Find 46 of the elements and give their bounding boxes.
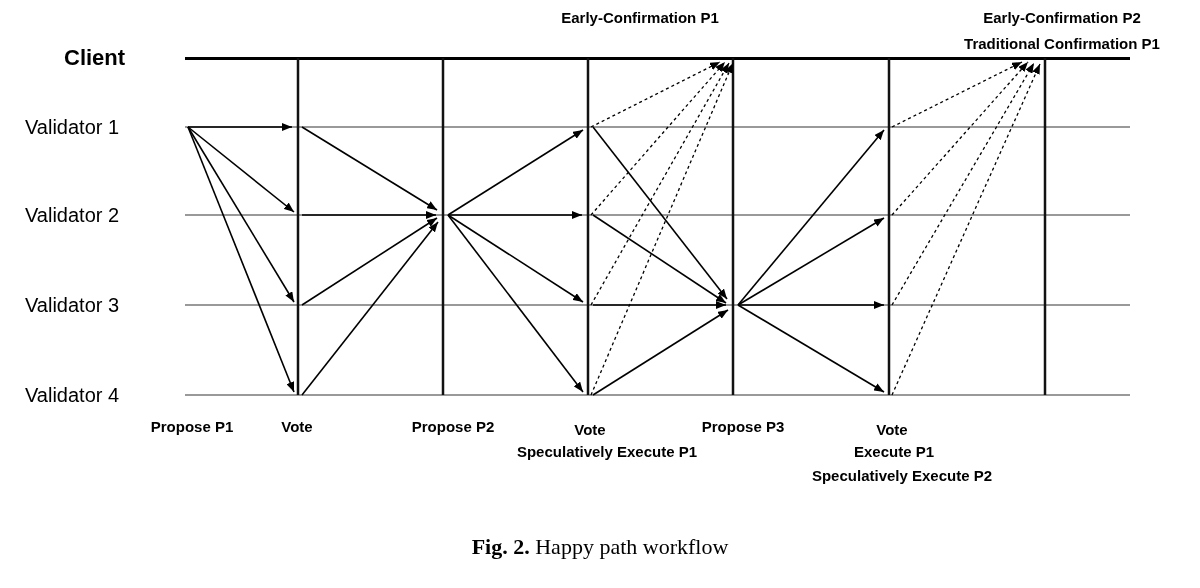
- phase-label: Speculatively Execute P1: [516, 442, 698, 462]
- arrow: [590, 62, 730, 306]
- arrow: [187, 126, 295, 303]
- arrow: [447, 214, 584, 393]
- arrow: [737, 304, 885, 393]
- figure-caption: Fig. 2. Happy path workflow: [470, 533, 730, 561]
- arrow: [447, 211, 583, 219]
- arrow: [592, 301, 727, 309]
- arrow: [891, 61, 1029, 216]
- arrow: [737, 129, 885, 306]
- arrow: [590, 61, 721, 128]
- arrow: [590, 61, 726, 216]
- lane-label: Client: [64, 47, 126, 69]
- arrow: [592, 126, 728, 300]
- lane-label: Validator 4: [25, 385, 120, 405]
- arrow: [301, 217, 438, 306]
- arrow: [592, 214, 727, 304]
- arrow: [187, 123, 293, 131]
- phase-label: Early-Confirmation P1: [561, 8, 719, 28]
- arrow: [301, 211, 437, 219]
- lane-label: Validator 2: [25, 205, 120, 225]
- arrow: [737, 217, 885, 306]
- phase-label: Speculatively Execute P2: [811, 466, 993, 486]
- arrow: [187, 126, 295, 213]
- arrow: [301, 221, 439, 396]
- arrow: [891, 63, 1041, 396]
- arrow: [187, 126, 295, 393]
- arrow: [891, 61, 1023, 128]
- phase-label: Traditional Confirmation P1: [964, 34, 1160, 54]
- arrow: [590, 62, 734, 396]
- phase-label: Propose P2: [411, 417, 495, 437]
- phase-label: Early-Confirmation P2: [983, 8, 1141, 28]
- phase-label: Execute P1: [854, 442, 934, 462]
- phase-label: Propose P1: [150, 417, 234, 437]
- phase-label: Vote: [876, 420, 908, 440]
- arrow: [592, 309, 729, 396]
- phase-label: Vote: [281, 417, 313, 437]
- arrow: [447, 129, 584, 216]
- arrow: [891, 62, 1035, 306]
- lane-label: Validator 1: [25, 117, 120, 137]
- arrow: [301, 126, 438, 211]
- arrow: [737, 301, 885, 309]
- phase-label: Propose P3: [701, 417, 785, 437]
- arrow: [447, 214, 584, 303]
- lane-label: Validator 3: [25, 295, 120, 315]
- phase-label: Vote: [574, 420, 606, 440]
